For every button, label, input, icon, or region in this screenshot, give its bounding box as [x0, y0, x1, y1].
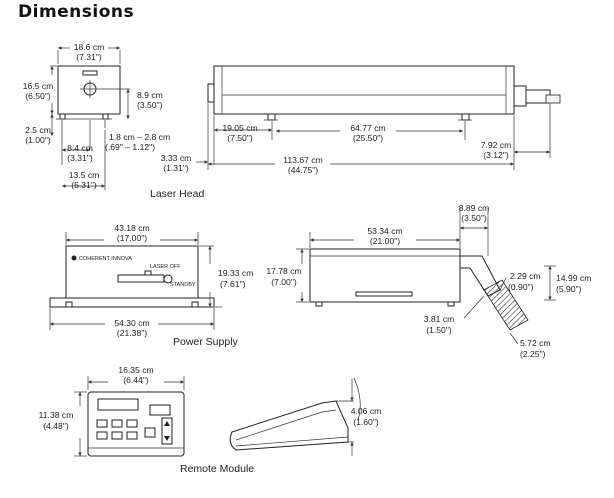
remote-side-body	[229, 400, 349, 451]
side-foot-right	[461, 113, 470, 121]
side-height-label: 17.78 cm	[266, 266, 301, 276]
side-foot-left	[267, 113, 276, 121]
side-depth-inch-label: (21.00")	[370, 236, 400, 246]
right-end-inch-label: (3.12")	[483, 150, 509, 160]
left-end-cap	[207, 83, 215, 103]
remote-display	[97, 398, 139, 411]
left-foot-inch-label: (7.50")	[227, 133, 253, 143]
foot-height-label: 2.5 cm	[25, 125, 51, 135]
side-depth-label: 53.34 cm	[367, 226, 402, 236]
foot-range-label: 1.8 cm – 2.8 cm	[109, 132, 170, 142]
right-end-label: 7.92 cm	[481, 140, 512, 150]
end-height-inch-label: (6.50")	[25, 91, 51, 101]
end-width-inch-label: (7.31")	[76, 52, 102, 62]
power-supply-side-view: 53.34 cm (21.00") 8.89 cm (3.50") 17.78 …	[266, 203, 591, 359]
conduit-width-label: 2.29 cm	[510, 271, 541, 281]
power-supply-front-view: COHERENT INNOVA LASER OFF STANDBY 43.18 …	[49, 223, 253, 348]
foot-spacing-inch-label: (25.50")	[353, 133, 383, 143]
top-extension-label: 8.89 cm	[459, 203, 490, 213]
conduit-offset-label: 3.81 cm	[424, 314, 455, 324]
laser-head-end-view: 18.6 cm (7.31") 16.5 cm (6.50") 8.9 cm (…	[23, 42, 170, 190]
remote-arrow-keys	[161, 417, 173, 445]
page-title: Dimensions	[18, 2, 134, 22]
remote-width-label: 16.35 cm	[118, 365, 153, 375]
power-supply-base	[49, 297, 215, 308]
length-label: 113.67 cm	[283, 155, 323, 165]
conduit-offset-inch-label: (1.50")	[426, 325, 452, 335]
power-supply-front-body	[65, 245, 199, 299]
remote-module-side-view: 4.06 cm (1.60") Remote Module	[180, 377, 382, 475]
remote-side-height-label: 4.06 cm	[351, 406, 382, 416]
up-arrow-icon	[164, 421, 170, 426]
conduit-length-label: 5.72 cm	[520, 338, 551, 348]
ps-height-inch-label: (7.61")	[220, 279, 246, 289]
remote-width-inch-label: (6.44")	[123, 375, 149, 385]
remote-height-inch-label: (4.48")	[43, 421, 69, 431]
foot-offset-label: 8.4 cm	[67, 143, 93, 153]
laser-head-tube	[213, 65, 515, 115]
foot-spacing-label: 64.77 cm	[350, 123, 385, 133]
output-stub	[545, 94, 561, 104]
conduit-width-inch-label: (0.90")	[508, 282, 534, 292]
right-end-cap	[513, 85, 527, 107]
end-foot-right	[102, 113, 109, 120]
ps-width-label: 43.18 cm	[114, 223, 149, 233]
end-width-label: 18.6 cm	[74, 42, 105, 52]
conduit-height-inch-label: (5.90")	[556, 284, 582, 294]
foot-height-inch-label: (1.00")	[25, 135, 51, 145]
laser-head-caption: Laser Head	[150, 188, 204, 200]
left-end-inch-label: (1.31")	[163, 163, 189, 173]
beam-height-label: 8.9 cm	[137, 90, 163, 100]
top-extension-inch-label: (3.50")	[461, 213, 487, 223]
conduit-height-label: 14.99 cm	[556, 273, 591, 283]
beam-height-inch-label: (3.50")	[137, 100, 163, 110]
ps-base-inch-label: (21.38")	[117, 328, 147, 338]
left-foot-label: 19.05 cm	[222, 123, 257, 133]
ps-width-inch-label: (17.00")	[117, 233, 147, 243]
ps-height-label: 19.33 cm	[218, 268, 253, 278]
control-panel-slot	[117, 274, 165, 283]
side-handle	[355, 291, 413, 297]
foot-offset-inch-label: (3.31")	[67, 153, 93, 163]
foot-span-inch-label: (5.31")	[71, 180, 97, 190]
conduit-length-inch-label: (2.25")	[520, 349, 546, 359]
brand-logo	[71, 255, 77, 261]
end-top-slot	[82, 70, 98, 76]
key-switch	[163, 274, 173, 284]
power-supply-caption: Power Supply	[173, 336, 239, 348]
switch-bottom-label: STANDBY	[170, 282, 196, 288]
brand-label: COHERENT INNOVA	[79, 256, 132, 262]
left-end-label: 3.33 cm	[161, 153, 192, 163]
remote-module-front-view: 16.35 cm (6.44") 11.38 cm (4.48")	[39, 365, 185, 457]
remote-large-key	[149, 404, 171, 416]
laser-head-side-view: 19.05 cm (7.50") 64.77 cm (25.50") 7.92 …	[150, 65, 561, 200]
down-arrow-icon	[164, 436, 170, 441]
end-foot-left	[59, 113, 66, 120]
switch-top-label: LASER OFF	[150, 264, 181, 270]
remote-module-caption: Remote Module	[180, 463, 254, 475]
remote-height-label: 11.38 cm	[39, 410, 74, 420]
foot-span-label: 13.5 cm	[69, 170, 100, 180]
end-height-label: 16.5 cm	[23, 81, 54, 91]
remote-side-height-inch-label: (1.60")	[353, 417, 379, 427]
side-height-inch-label: (7.00")	[271, 277, 297, 287]
cable-conduit	[483, 279, 529, 331]
foot-range-inch-label: (.69" – 1.12")	[105, 142, 155, 152]
ps-base-label: 54.30 cm	[114, 318, 149, 328]
length-inch-label: (44.75")	[288, 165, 318, 175]
